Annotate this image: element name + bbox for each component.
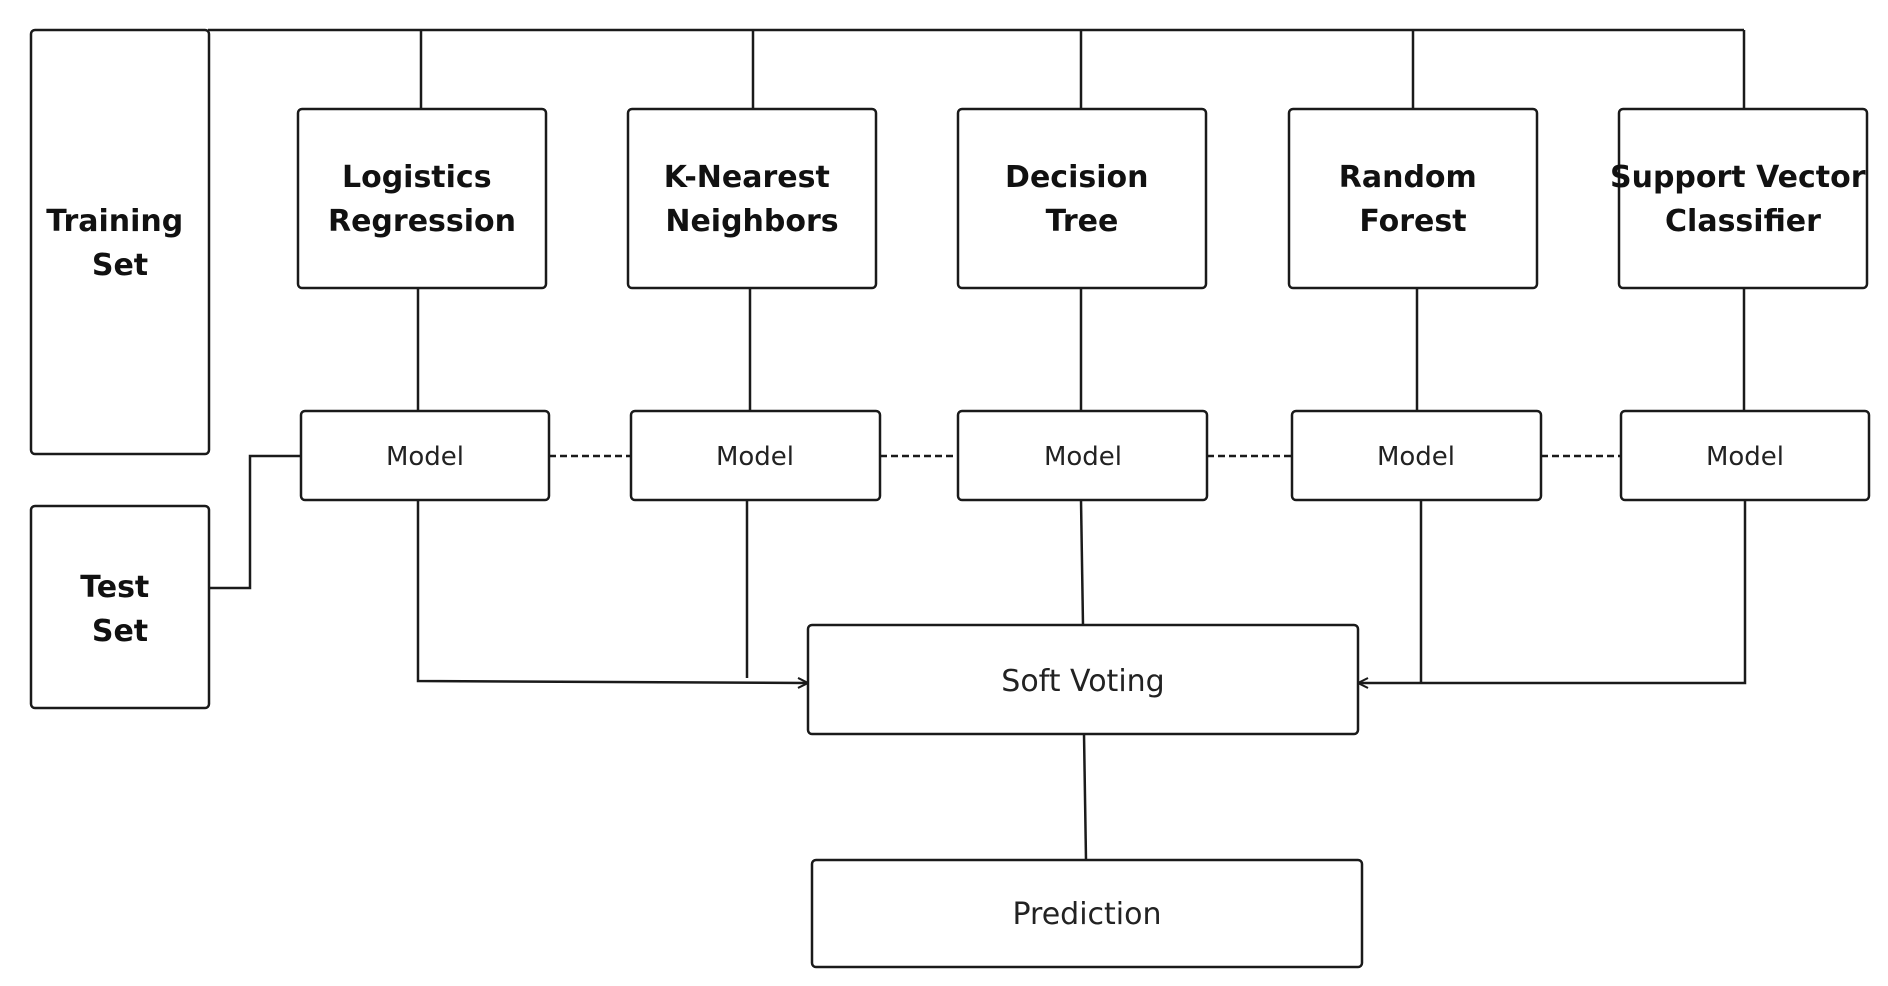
test-set-box: Test Set (29, 504, 211, 710)
model5-to-voting-line (1358, 500, 1747, 683)
training-set-box: Training Set (29, 28, 211, 456)
model-box-3: Model (956, 409, 1209, 502)
svg-text:Support Vector Classifie: Support Vector Classifier (1610, 160, 1876, 239)
classifier-label-line1: Decision (1005, 160, 1148, 195)
classifier-label-line2: Classifier (1665, 204, 1821, 239)
classifier-label-line1: Random (1339, 160, 1477, 195)
classifier-label-line2: Regression (328, 204, 516, 239)
classifier-box-random-forest: Random Forest (1287, 107, 1539, 290)
model-box-1: Model (299, 409, 551, 502)
classifier-label-line2: Neighbors (665, 204, 838, 239)
svg-text:Decision Tree: Decision Tree (1005, 160, 1159, 239)
classifier-label-line2: Forest (1359, 204, 1466, 239)
model-box-4: Model (1290, 409, 1543, 502)
training-set-label-line2: Set (92, 248, 148, 283)
model3-to-voting-line (1079, 499, 1085, 626)
test-set-label-line2: Set (92, 614, 148, 649)
prediction-box: Prediction (810, 858, 1364, 969)
soft-voting-label: Soft Voting (1001, 664, 1164, 699)
classifier-box-logistics-regression: Logistics Regression (296, 107, 548, 290)
svg-text:Training Set: Training Set (46, 204, 193, 283)
model1-to-voting-line (416, 500, 808, 683)
svg-text:Logistics Regression: Logistics Regression (328, 160, 516, 239)
model-label: Model (716, 442, 794, 472)
test-set-label-line1: Test (80, 570, 149, 605)
classifier-label-line2: Tree (1046, 204, 1119, 239)
soft-voting-box: Soft Voting (806, 623, 1360, 736)
classifier-label-line1: Support Vector (1610, 160, 1866, 195)
training-set-label-line1: Training (46, 204, 183, 239)
classifier-box-k-nearest-neighbors: K-Nearest Neighbors (626, 107, 878, 290)
model-box-2: Model (629, 409, 882, 502)
classifier-label-line1: K-Nearest (664, 160, 830, 195)
svg-text:K-Nearest Neighbors: K-Nearest Neighbors (664, 160, 841, 239)
prediction-label: Prediction (1012, 897, 1161, 932)
svg-text:Random Forest: Random Forest (1339, 160, 1488, 239)
model-label: Model (1706, 442, 1784, 472)
classifier-box-support-vector-classifier: Support Vector Classifier (1610, 107, 1876, 290)
voting-to-prediction-line (1082, 733, 1088, 861)
model-label: Model (1377, 442, 1455, 472)
classifier-label-line1: Logistics (342, 160, 492, 195)
model-label: Model (386, 442, 464, 472)
model-box-5: Model (1619, 409, 1871, 502)
svg-text:Test Set: Test Set (80, 570, 159, 649)
model-label: Model (1044, 442, 1122, 472)
classifier-box-decision-tree: Decision Tree (956, 107, 1208, 290)
test-to-model-line (210, 454, 301, 590)
connectors (208, 28, 1747, 861)
